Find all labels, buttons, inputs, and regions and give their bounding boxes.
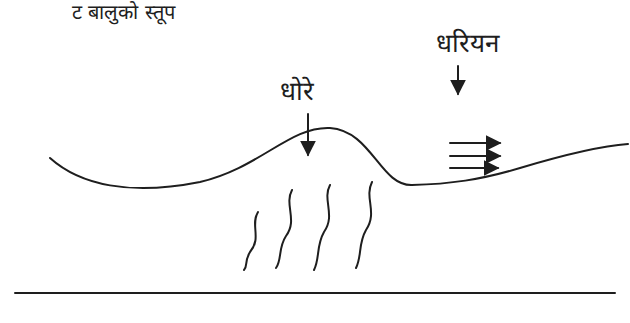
pointer-arrow [307,114,309,155]
wind-arrow [450,155,500,157]
wind-arrow [450,167,498,169]
crest-label: धोरे [280,76,314,107]
wind-label: धरियन [436,28,499,59]
wind-arrow [450,142,500,144]
pointer-arrow [457,66,459,94]
ground-line [15,292,615,294]
dune-strata [314,185,330,270]
dune-strata [276,190,292,268]
dune-surface [50,128,628,188]
heading-text: ट बालुको स्तूप [72,0,175,24]
dune-strata [356,182,372,268]
dune-strata [244,212,258,270]
